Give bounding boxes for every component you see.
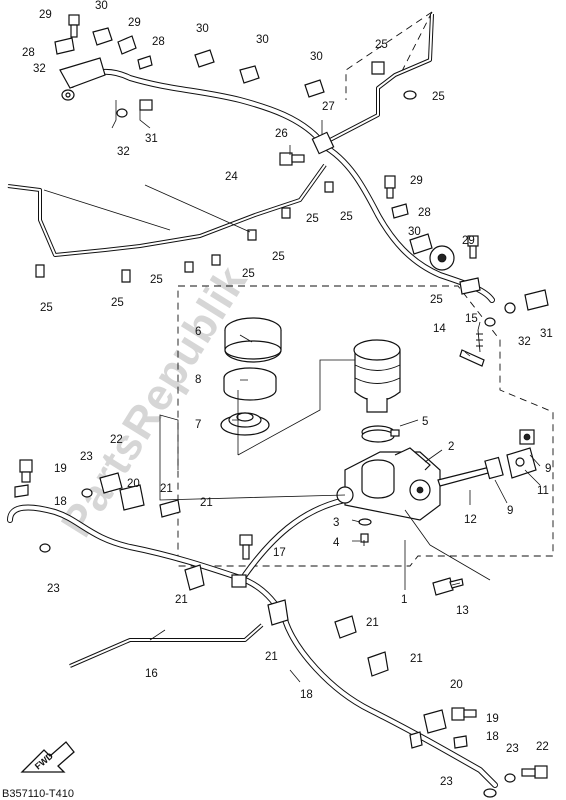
top-fittings: [35, 14, 549, 327]
assembly-boundary: [177, 285, 554, 567]
mounting-bolt: [432, 577, 464, 596]
callout-32: 32: [518, 336, 531, 348]
watermark: PartsRepublik: [52, 257, 257, 545]
callout-25: 25: [375, 39, 388, 51]
callout-8: 8: [195, 374, 201, 386]
reservoir-cap: [224, 317, 282, 363]
callout-31: 31: [540, 328, 553, 340]
callout-27: 26: [275, 128, 288, 140]
callout-6: 6: [195, 326, 201, 338]
callout-19: 19: [54, 463, 67, 475]
callout-9: 9: [507, 505, 513, 517]
callout-11: 12: [464, 514, 477, 526]
forward-arrow-icon: FWD: [20, 741, 75, 773]
callout-4: 4: [333, 537, 340, 549]
callout-25: 25: [306, 213, 319, 225]
callout-1: 1: [401, 594, 407, 606]
callout-3: 3: [333, 517, 339, 529]
push-rod: [437, 456, 504, 487]
callout-28: 25: [430, 294, 443, 306]
callout-13: 14: [433, 323, 446, 335]
diaphragm-plate: [223, 367, 277, 401]
callout-12: 13: [456, 605, 469, 617]
callout-25: 25: [150, 274, 163, 286]
callout-10: 11: [537, 485, 549, 497]
callout-32: 32: [33, 63, 46, 75]
brake-pipe-15: [69, 623, 264, 668]
callout-22: 22: [536, 741, 549, 753]
pin-13-14: [459, 329, 485, 367]
lower-left-hose: [7, 504, 288, 623]
callout-20: 20: [450, 679, 463, 691]
hose-clamp: [361, 425, 400, 443]
leader-lines: [43, 100, 541, 683]
callout-18: 18: [486, 731, 499, 743]
top-brake-pipe: [329, 13, 434, 142]
clevis-pin: [519, 429, 535, 445]
callout-30: 30: [408, 226, 421, 238]
top-pipe-guide: [345, 11, 433, 100]
callout-5: 5: [422, 416, 428, 428]
callout-18: 18: [54, 496, 67, 508]
callout-28: 28: [418, 207, 431, 219]
master-cylinder: [336, 447, 441, 521]
callout-30: 30: [310, 51, 323, 63]
callout-25: 25: [340, 211, 353, 223]
callout-23: 23: [47, 583, 60, 595]
callout-24: 24: [225, 171, 238, 183]
bottom-right-fittings: [409, 707, 548, 798]
callout-25: 25: [111, 297, 124, 309]
callout-21: 21: [410, 653, 423, 665]
callout-23: 23: [80, 451, 93, 463]
hose-16: [282, 617, 498, 788]
callout-19: 19: [486, 713, 499, 725]
callout-30: 30: [256, 34, 269, 46]
callout-23: 23: [506, 743, 519, 755]
callout-14: 15: [465, 313, 478, 325]
lower-fittings: [14, 459, 389, 677]
gear-fitting: [429, 245, 455, 271]
callout-28: 28: [22, 47, 35, 59]
callout-20: 20: [127, 478, 140, 490]
callout-25: 25: [272, 251, 285, 263]
bleeder-screw: [358, 518, 372, 546]
callout-21: 21: [265, 651, 278, 663]
callout-21: 21: [366, 617, 379, 629]
callout-21: 21: [175, 594, 188, 606]
callout-25: 25: [432, 91, 445, 103]
callout-29: 29: [39, 9, 52, 21]
callout-29: 29: [410, 175, 423, 187]
callout-25: 25: [40, 302, 53, 314]
diaphragm: [220, 412, 270, 436]
callout-29: 29: [462, 235, 475, 247]
callout-17: 17: [273, 547, 286, 559]
callout-25: 25: [242, 268, 255, 280]
callout-21: 21: [160, 483, 173, 495]
callout-28: 28: [152, 36, 165, 48]
callout-30: 30: [95, 0, 108, 12]
callout-23: 23: [440, 776, 453, 788]
diagram-code: B357110-T410: [2, 788, 74, 800]
callout-9: 9: [545, 463, 551, 475]
callout-29: 29: [128, 17, 141, 29]
master-outlet-hose: [242, 497, 348, 578]
callout-16: 18: [300, 689, 313, 701]
callout-22: 22: [110, 434, 123, 446]
brake-pipe-24: [7, 163, 327, 257]
callout-30: 30: [196, 23, 209, 35]
callout-15: 16: [145, 668, 158, 680]
callout-26: 27: [322, 101, 335, 113]
callout-labels: 29 30 29 28 28 32 30 30 30 25 25 27 26 3…: [22, 0, 553, 788]
clevis: [506, 447, 537, 479]
callout-32: 32: [117, 146, 130, 158]
callout-2: 2: [448, 441, 454, 453]
callout-7: 7: [195, 419, 201, 431]
callout-31: 31: [145, 133, 158, 145]
reservoir-body: [353, 339, 401, 413]
callout-21: 21: [200, 497, 213, 509]
